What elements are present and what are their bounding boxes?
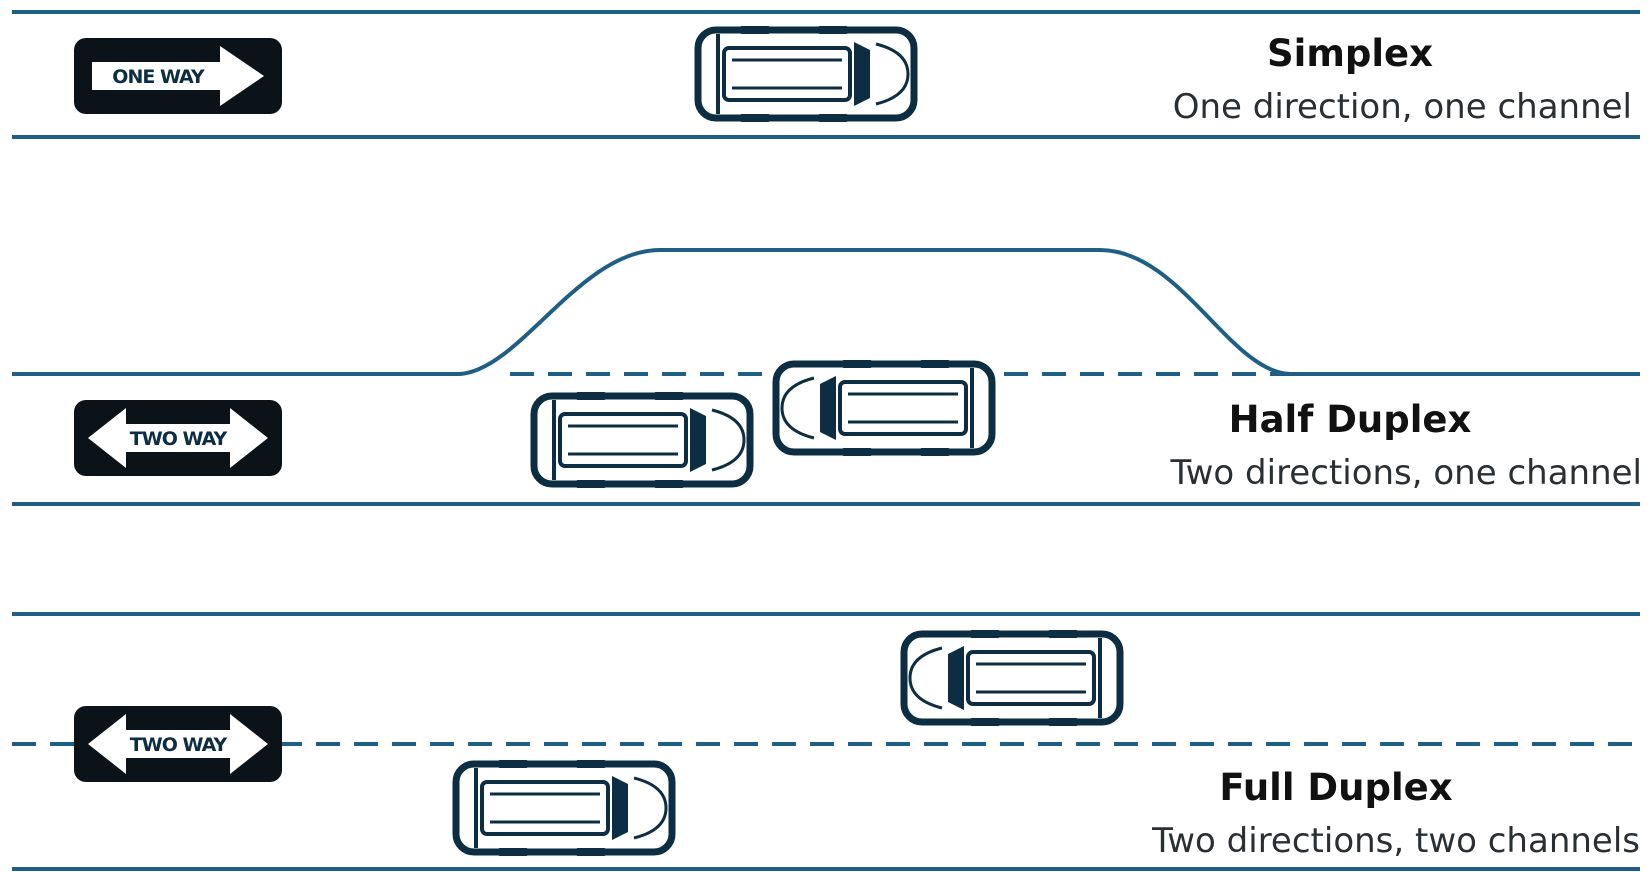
two-way-sign-half-duplex: TWO WAY bbox=[74, 400, 282, 476]
right-arrow-icon bbox=[92, 46, 264, 106]
car-icon bbox=[456, 760, 672, 856]
half-duplex-passing-lane bbox=[12, 248, 1640, 376]
full-duplex-title: Full Duplex bbox=[1219, 766, 1452, 809]
simplex-description: One direction, one channel bbox=[1173, 87, 1632, 127]
two-way-sign-full-duplex: TWO WAY bbox=[74, 706, 282, 782]
one-way-sign: ONE WAY bbox=[74, 38, 282, 114]
two-way-sign-label: TWO WAY bbox=[130, 734, 228, 756]
simplex-road bbox=[12, 10, 1640, 139]
double-arrow-icon bbox=[88, 714, 268, 774]
two-way-sign-label: TWO WAY bbox=[130, 428, 228, 450]
simplex-title: Simplex bbox=[1267, 32, 1433, 75]
half-duplex-description: Two directions, one channel bbox=[1169, 453, 1642, 493]
car-icon bbox=[534, 392, 750, 488]
full-duplex-description: Two directions, two channels bbox=[1151, 821, 1640, 861]
full-duplex-road bbox=[12, 612, 1640, 871]
half-duplex-title: Half Duplex bbox=[1229, 398, 1472, 441]
car-icon bbox=[698, 26, 914, 122]
car-icon bbox=[776, 360, 992, 456]
car-icon bbox=[904, 630, 1120, 726]
double-arrow-icon bbox=[88, 408, 268, 468]
one-way-sign-label: ONE WAY bbox=[112, 66, 205, 88]
